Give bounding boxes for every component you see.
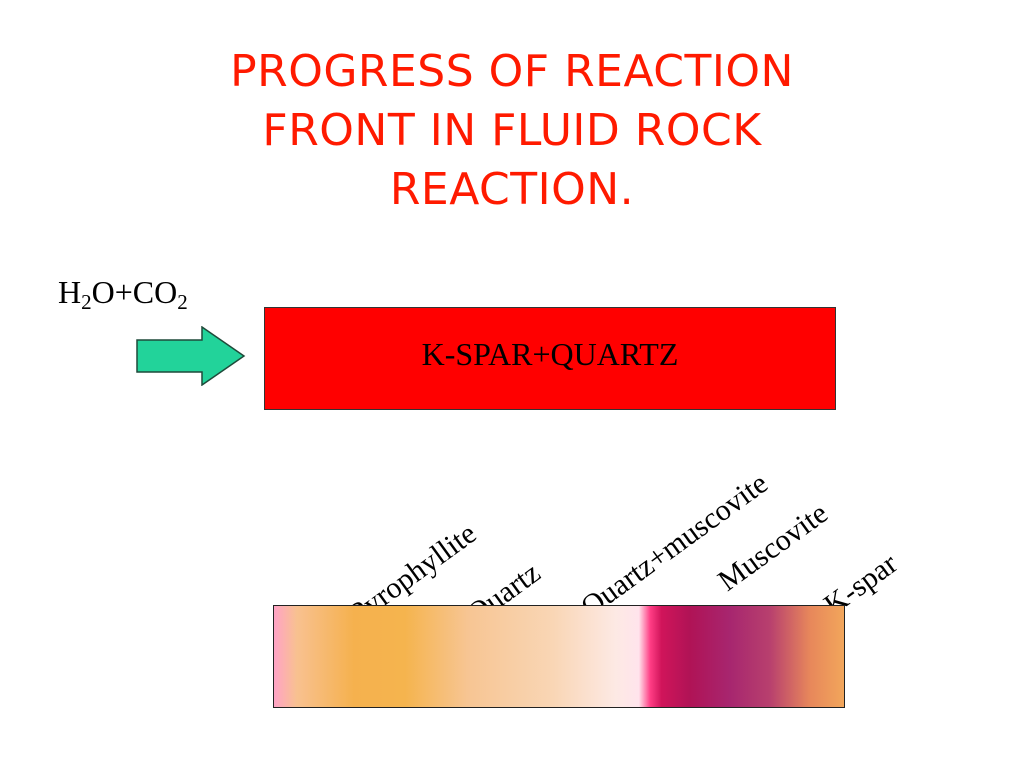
formula-subscript-1: 2 <box>81 290 92 314</box>
title-line-3: REACTION. <box>389 164 635 215</box>
arrow-shape <box>136 326 246 386</box>
formula-middle: O+CO <box>91 274 178 310</box>
rock-box: K-SPAR+QUARTZ <box>264 307 836 410</box>
zone-label-quartz-muscovite: Quartz+muscovite <box>575 466 774 624</box>
formula-h: H <box>58 274 82 310</box>
slide-title: PROGRESS OF REACTION FRONT IN FLUID ROCK… <box>112 42 912 219</box>
formula-subscript-2: 2 <box>177 290 188 314</box>
fluid-formula: H2O+CO2 <box>58 274 188 314</box>
reaction-zone-bar <box>273 605 845 708</box>
title-line-1: PROGRESS OF REACTION <box>230 46 794 97</box>
right-arrow-icon <box>136 326 246 386</box>
title-line-2: FRONT IN FLUID ROCK <box>262 105 762 156</box>
rock-label: K-SPAR+QUARTZ <box>421 336 679 372</box>
